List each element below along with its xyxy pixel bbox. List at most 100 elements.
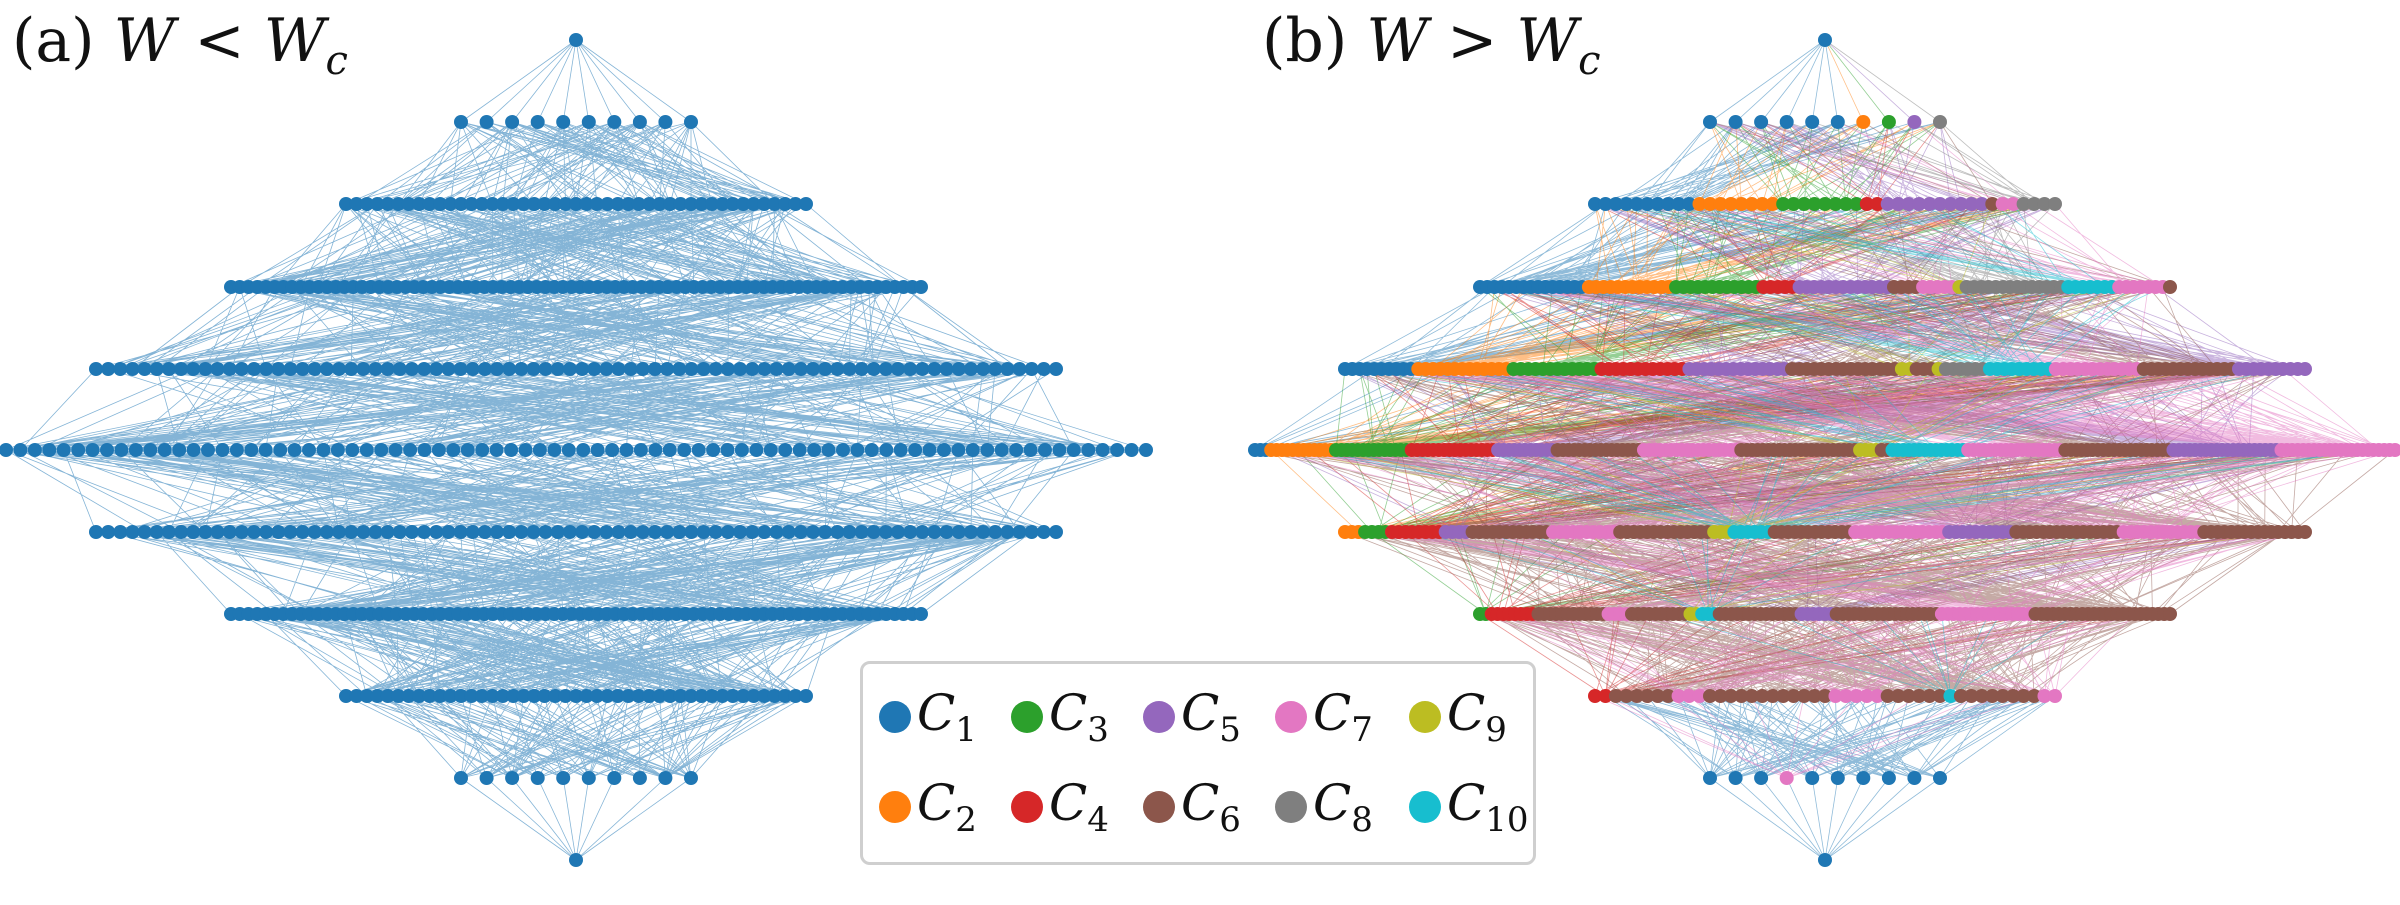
panel-b-node-c5 <box>1912 197 1927 211</box>
panel-a-node-layer-4 <box>295 362 310 376</box>
panel-a-node-layer-5 <box>475 443 490 457</box>
panel-b-nodes <box>1248 33 2400 867</box>
panel-b-node-c8 <box>2027 197 2042 211</box>
panel-a-node-layer-6 <box>575 525 590 539</box>
panel-b-node-c6 <box>2027 689 2042 703</box>
panel-a-node-layer-2 <box>464 197 479 211</box>
panel-a-node-layer-4 <box>1049 362 1063 376</box>
panel-a-node-layer-9 <box>454 771 468 785</box>
panel-a-node-layer-4 <box>733 362 748 376</box>
panel-b-node-c6 <box>1797 689 1812 703</box>
panel-a-node-layer-4 <box>1012 362 1027 376</box>
legend-item-c10: C10 <box>1409 774 1529 840</box>
panel-a-node-layer-6 <box>477 525 492 539</box>
panel-a-node-layer-5 <box>489 443 504 457</box>
panel-b-node-c6 <box>2163 280 2177 294</box>
panel-b-node-c2 <box>1692 197 1707 211</box>
panel-a-node-layer-2 <box>610 197 625 211</box>
panel-a-node-layer-2 <box>621 197 636 211</box>
panel-a-node-layer-6 <box>550 525 565 539</box>
panel-a-node-layer-4 <box>380 362 395 376</box>
panel-b-node-c1 <box>1933 771 1947 785</box>
panel-a-node-layer-5 <box>1081 443 1096 457</box>
panel-a-node-layer-9 <box>505 771 520 785</box>
panel-b-node-c6 <box>1985 197 2000 211</box>
panel-a-node-layer-1 <box>684 115 698 129</box>
panel-a-node-layer-6 <box>210 525 225 539</box>
legend-marker-c1 <box>879 701 911 733</box>
panel-a-node-layer-8 <box>380 689 395 703</box>
panel-a-node-layer-5 <box>864 443 879 457</box>
panel-a-node-layer-6 <box>198 525 213 539</box>
panel-a-node-layer-6 <box>514 525 529 539</box>
panel-a-node-layer-2 <box>736 197 751 211</box>
panel-a-node-layer-1 <box>530 115 545 129</box>
legend-item-c2: C2 <box>879 774 977 840</box>
panel-a-node-layer-2 <box>589 197 604 211</box>
panel-b-node-c6 <box>1985 689 2000 703</box>
panel-a-node-layer-5 <box>128 443 143 457</box>
panel-a-node-layer-2 <box>652 197 667 211</box>
panel-a-node-layer-6 <box>89 525 103 539</box>
panel-b-node-c6 <box>1629 689 1644 703</box>
panel-a-node-layer-6 <box>599 525 614 539</box>
panel-a-node-layer-2 <box>422 197 437 211</box>
panel-a-node-layer-2 <box>495 197 510 211</box>
panel-a-edge-bundle <box>5 39 1147 861</box>
panel-a-node-layer-5 <box>1038 443 1052 457</box>
panel-a-node-layer-3 <box>914 280 928 294</box>
panel-a-node-layer-5 <box>201 443 215 457</box>
panel-a-node-layer-6 <box>939 525 954 539</box>
panel-a-node-layer-8 <box>600 689 615 703</box>
panel-a-node-layer-6 <box>380 525 395 539</box>
panel-b-node-c1 <box>1608 197 1623 211</box>
panel-b-node-c7 <box>1682 689 1697 703</box>
legend-item-c5: C5 <box>1143 684 1241 750</box>
legend-item-c6: C6 <box>1143 774 1241 840</box>
panel-a-node-layer-2 <box>663 197 678 211</box>
panel-a-node-layer-4 <box>891 362 905 376</box>
panel-a-node-layer-6 <box>307 525 322 539</box>
panel-a-node-layer-1 <box>632 115 647 129</box>
panel-b-node-c7 <box>1838 689 1853 703</box>
panel-b-node-c1 <box>1830 771 1845 785</box>
panel-a-node-layer-5 <box>56 443 71 457</box>
legend-item-c1: C1 <box>879 684 977 750</box>
panel-a-node-layer-6 <box>441 525 456 539</box>
panel-a-node-layer-5 <box>316 443 331 457</box>
panel-a-node-layer-2 <box>600 197 615 211</box>
panel-a-node-layer-8 <box>652 689 667 703</box>
panel-a-node-layer-5 <box>1110 443 1125 457</box>
panel-b-node-c1 <box>1650 197 1665 211</box>
panel-a-node-layer-6 <box>587 525 602 539</box>
panel-a-node-layer-8 <box>704 689 719 703</box>
panel-a-node-layer-4 <box>672 362 687 376</box>
panel-b-node-c1 <box>1805 115 1820 129</box>
panel-a-node-layer-4 <box>818 362 833 376</box>
panel-a-node-layer-7 <box>914 607 928 621</box>
panel-a-node-layer-5 <box>633 443 648 457</box>
legend-marker-c9 <box>1409 701 1441 733</box>
panel-a-node-layer-6 <box>490 525 504 539</box>
panel-b-node-c6 <box>1713 689 1728 703</box>
panel-a-node-layer-2 <box>799 197 813 211</box>
panel-b-node-c3 <box>1776 197 1791 211</box>
panel-a-node-layer-9 <box>684 771 698 785</box>
panel-a-node-layer-8 <box>715 689 730 703</box>
panel-a-node-layer-4 <box>368 362 383 376</box>
panel-a-node-layer-4 <box>161 362 176 376</box>
panel-a-node-layer-2 <box>349 197 364 211</box>
panel-b-edges <box>1254 39 2396 861</box>
panel-a-node-layer-4 <box>222 362 237 376</box>
panel-a-node-layer-4 <box>101 362 116 376</box>
panel-a-node-layer-8 <box>589 689 604 703</box>
panel-a-node-layer-4 <box>562 362 577 376</box>
panel-a-node-layer-6 <box>866 525 881 539</box>
panel-b-node-c6 <box>1891 689 1906 703</box>
panel-a-node-layer-4 <box>125 362 140 376</box>
panel-a-node-layer-4 <box>319 362 334 376</box>
panel-a-node-layer-8 <box>474 689 489 703</box>
panel-a-node-layer-4 <box>963 362 978 376</box>
panel-a-node-layer-4 <box>623 362 638 376</box>
panel-a-node-layer-5 <box>951 443 966 457</box>
